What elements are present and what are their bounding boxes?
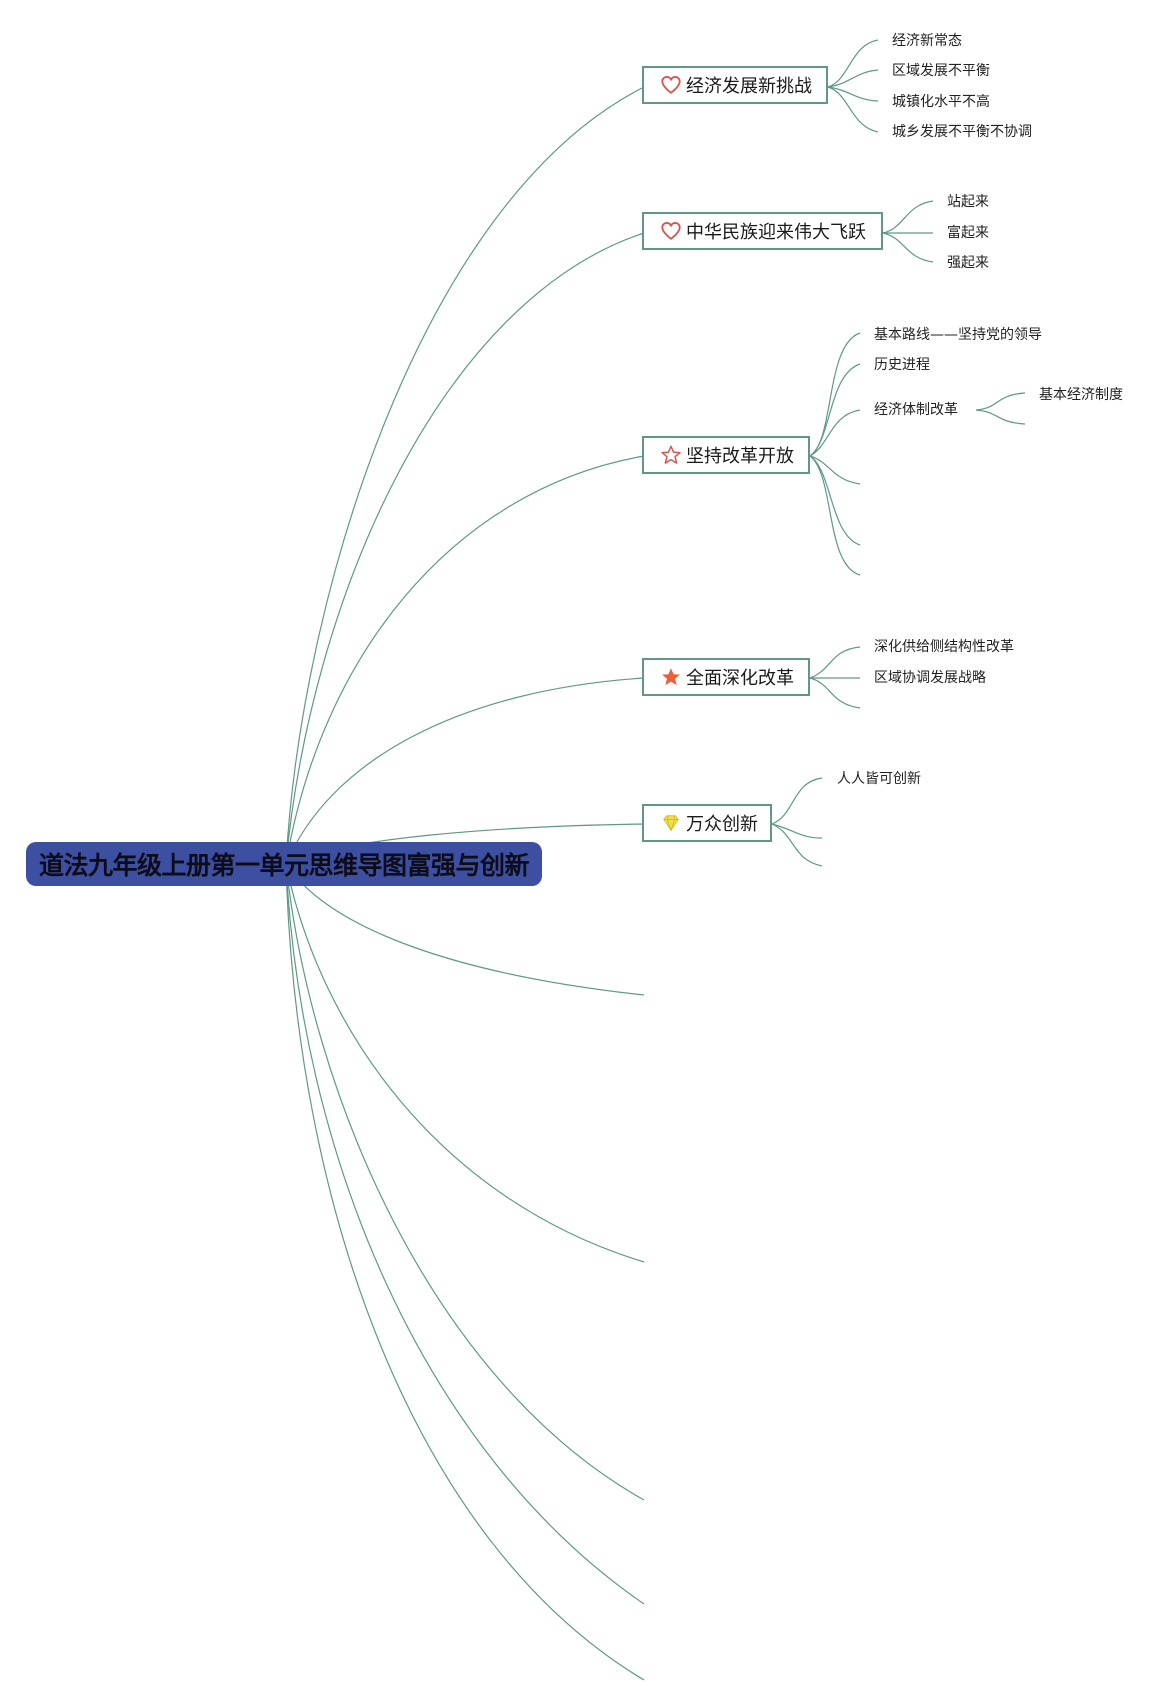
edge-root-branch-6 bbox=[285, 863, 645, 996]
edge-b3-c1 bbox=[809, 332, 861, 457]
leaf-b1-2[interactable]: 区域发展不平衡 bbox=[892, 63, 990, 79]
edge-b1-c2 bbox=[827, 69, 879, 88]
leaf-b4-2[interactable]: 区域协调发展战略 bbox=[874, 670, 986, 686]
edge-root-branch-1 bbox=[285, 86, 645, 865]
edge-b3-c2 bbox=[809, 363, 861, 457]
edge-root-branch-9 bbox=[285, 863, 645, 1605]
heart-outline-icon bbox=[660, 220, 682, 242]
leaf-b3-3[interactable]: 经济体制改革 bbox=[874, 402, 958, 418]
edge-b2-c1 bbox=[882, 200, 934, 234]
leaf-b2-1[interactable]: 站起来 bbox=[947, 194, 989, 210]
branch-label: 坚持改革开放 bbox=[686, 446, 794, 467]
branch-reform-opening[interactable]: 坚持改革开放 bbox=[642, 436, 810, 474]
leaf-b1-3[interactable]: 城镇化水平不高 bbox=[892, 94, 990, 110]
branch-innovation[interactable]: 万众创新 bbox=[642, 804, 772, 842]
edge-b4-c1 bbox=[809, 646, 861, 679]
edge-b3-g1 bbox=[975, 392, 1026, 411]
edge-b3-c3 bbox=[809, 409, 861, 457]
branch-label: 万众创新 bbox=[686, 814, 758, 835]
diamond-icon bbox=[660, 812, 682, 834]
edge-b3-c4 bbox=[809, 455, 861, 485]
edge-root-branch-8 bbox=[285, 863, 645, 1501]
edge-b1-c3 bbox=[827, 86, 879, 102]
branch-label: 经济发展新挑战 bbox=[686, 76, 812, 97]
edge-b3-g2 bbox=[975, 409, 1026, 425]
edge-b5-c1 bbox=[771, 777, 823, 825]
edge-b2-c3 bbox=[882, 232, 934, 263]
leaf-b2-2[interactable]: 富起来 bbox=[947, 225, 989, 241]
edge-b4-c3 bbox=[809, 677, 861, 709]
edge-root-branch-2 bbox=[285, 232, 645, 865]
leaf-b3-2[interactable]: 历史进程 bbox=[874, 357, 930, 373]
leaf-b2-3[interactable]: 强起来 bbox=[947, 255, 989, 271]
branch-label: 全面深化改革 bbox=[686, 668, 794, 689]
star-filled-icon bbox=[660, 666, 682, 688]
edge-b5-c2 bbox=[771, 823, 823, 839]
edge-root-branch-3 bbox=[285, 455, 645, 865]
star-outline-icon bbox=[660, 444, 682, 466]
branch-label: 中华民族迎来伟大飞跃 bbox=[686, 222, 866, 243]
edge-b1-c1 bbox=[827, 39, 879, 88]
leaf-b1-1[interactable]: 经济新常态 bbox=[892, 33, 962, 49]
edge-root-branch-10 bbox=[285, 863, 645, 1681]
leaf-b3-g1[interactable]: 基本经济制度 bbox=[1039, 387, 1123, 403]
leaf-b5-1[interactable]: 人人皆可创新 bbox=[837, 771, 921, 787]
edge-b5-c3 bbox=[771, 823, 823, 867]
branch-deepen-reform[interactable]: 全面深化改革 bbox=[642, 658, 810, 696]
leaf-b1-4[interactable]: 城乡发展不平衡不协调 bbox=[892, 124, 1032, 140]
leaf-b4-1[interactable]: 深化供给侧结构性改革 bbox=[874, 639, 1014, 655]
edge-root-branch-7 bbox=[285, 863, 645, 1263]
branch-great-leap[interactable]: 中华民族迎来伟大飞跃 bbox=[642, 212, 883, 250]
edge-b3-c5 bbox=[809, 455, 861, 546]
edge-root-branch-4 bbox=[285, 677, 645, 865]
root-topic[interactable]: 道法九年级上册第一单元思维导图富强与创新 bbox=[26, 842, 542, 886]
leaf-b3-1[interactable]: 基本路线——坚持党的领导 bbox=[874, 327, 1042, 343]
branch-economic-challenges[interactable]: 经济发展新挑战 bbox=[642, 66, 828, 104]
heart-outline-icon bbox=[660, 74, 682, 96]
edge-b3-c6 bbox=[809, 455, 861, 576]
edge-b1-c4 bbox=[827, 86, 879, 133]
